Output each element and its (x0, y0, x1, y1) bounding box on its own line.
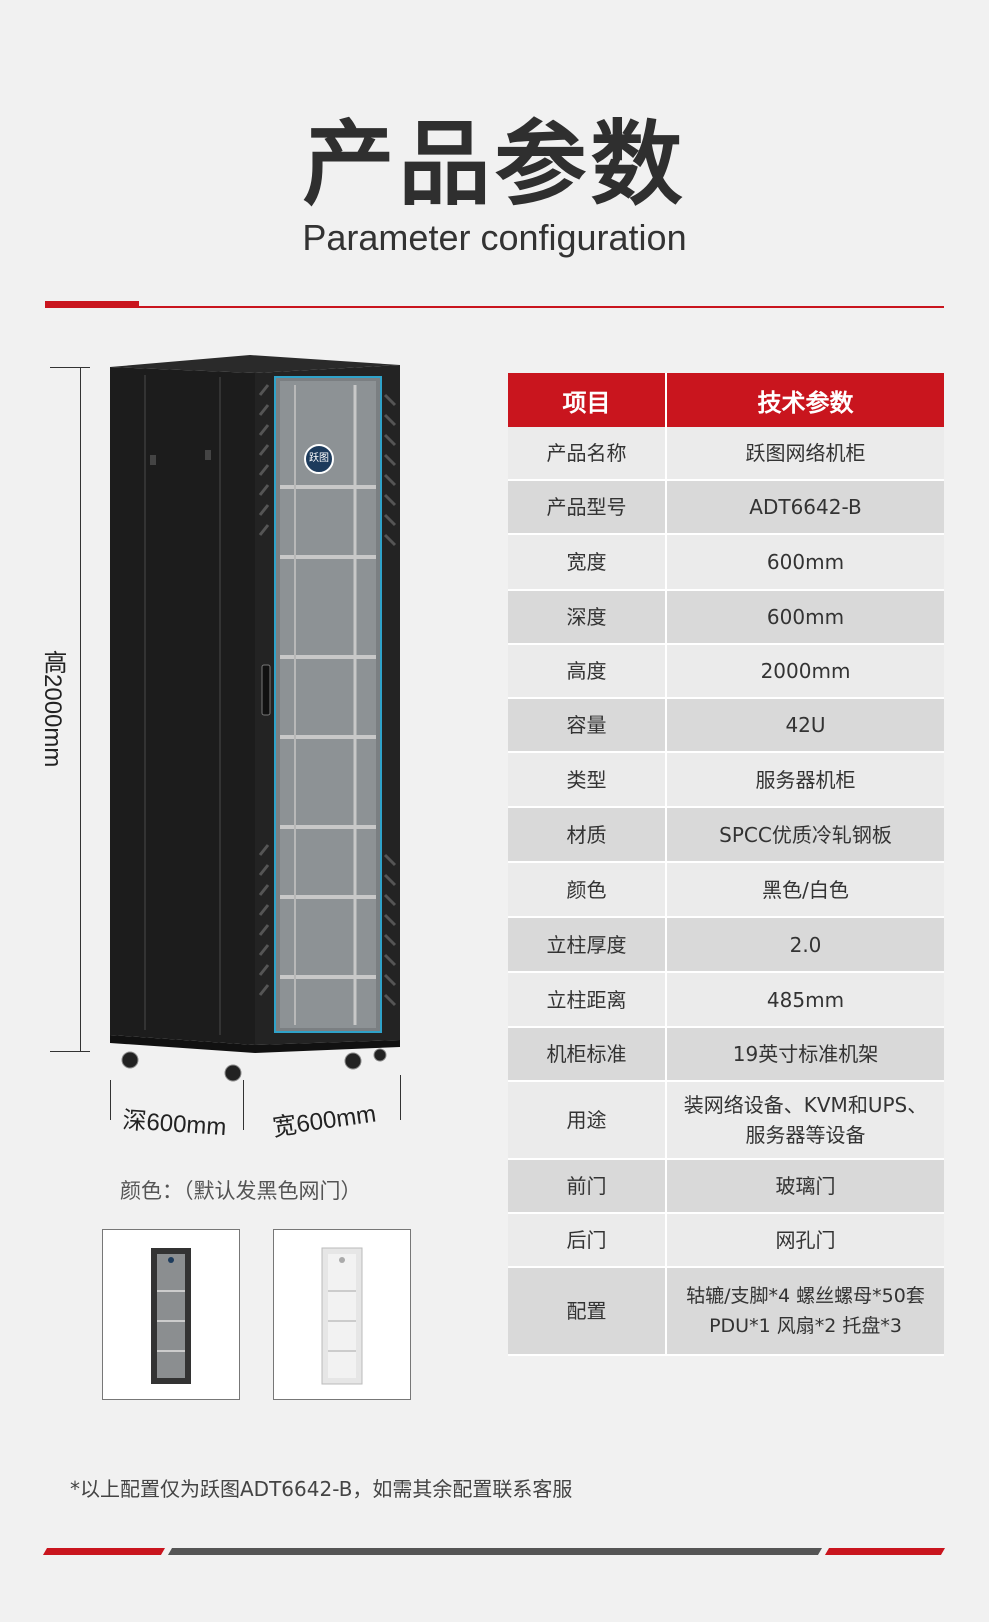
black-cabinet-thumbnail (151, 1248, 191, 1384)
row-item: 高度 (508, 645, 667, 699)
row-item: 颜色 (508, 863, 667, 918)
table-row: 产品型号 ADT6642-B (508, 481, 944, 535)
header-divider (139, 306, 944, 308)
row-value-line-2: 服务器等设备 (745, 1123, 866, 1147)
row-value: ADT6642-B (667, 481, 944, 535)
footer-bar (167, 1548, 823, 1555)
row-value: 黑色/白色 (667, 863, 944, 918)
header-accent-bar (45, 301, 139, 308)
row-item: 产品名称 (508, 427, 667, 481)
row-value: 600mm (667, 535, 944, 591)
row-item: 产品型号 (508, 481, 667, 535)
height-dimension-line (80, 367, 81, 1052)
table-row: 产品名称 跃图网络机柜 (508, 427, 944, 481)
cabinet-product-image (110, 355, 400, 1082)
row-item: 后门 (508, 1214, 667, 1268)
height-dimension-label: 高2000mm (39, 650, 66, 768)
header-value: 技术参数 (667, 373, 944, 427)
row-value: 19英寸标准机架 (667, 1028, 944, 1082)
table-row: 机柜标准 19英寸标准机架 (508, 1028, 944, 1082)
table-row: 高度 2000mm (508, 645, 944, 699)
row-value: 42U (667, 699, 944, 753)
table-row: 立柱距离 485mm (508, 973, 944, 1028)
table-row: 颜色 黑色/白色 (508, 863, 944, 918)
table-row: 用途 装网络设备、KVM和UPS、 服务器等设备 (508, 1082, 944, 1160)
table-row: 类型 服务器机柜 (508, 753, 944, 808)
width-dimension-right-tick (400, 1075, 401, 1120)
page-subtitle: Parameter configuration (302, 217, 687, 258)
row-value-line-1: 轱辘/支脚*4 螺丝螺母*50套 (686, 1285, 925, 1307)
footer-accent-right (824, 1548, 946, 1555)
height-dimension-bottom-tick (50, 1051, 90, 1052)
page-title: 产品参数 (302, 111, 687, 218)
footnote: *以上配置仅为跃图ADT6642-B，如需其余配置联系客服 (70, 1477, 573, 1501)
height-dimension-top-tick (50, 367, 90, 368)
table-row: 立柱厚度 2.0 (508, 918, 944, 973)
color-section-label: 颜色：（默认发黑色网门） (120, 1179, 362, 1203)
row-value-line-2: PDU*1 风扇*2 托盘*3 (709, 1315, 902, 1337)
depth-dimension-left-tick (110, 1080, 111, 1120)
row-value: 485mm (667, 973, 944, 1028)
row-value: 2.0 (667, 918, 944, 973)
spec-table: 项目 技术参数 产品名称 跃图网络机柜 产品型号 ADT6642-B 宽度 60… (508, 373, 944, 1356)
row-value: 网孔门 (667, 1214, 944, 1268)
table-row: 容量 42U (508, 699, 944, 753)
row-item: 材质 (508, 808, 667, 863)
table-row: 材质 SPCC优质冷轧钢板 (508, 808, 944, 863)
row-item: 机柜标准 (508, 1028, 667, 1082)
row-item: 容量 (508, 699, 667, 753)
row-item: 配置 (508, 1268, 667, 1356)
row-item: 深度 (508, 591, 667, 645)
row-value: 玻璃门 (667, 1160, 944, 1214)
row-item: 宽度 (508, 535, 667, 591)
row-value: 跃图网络机柜 (667, 427, 944, 481)
row-value: 600mm (667, 591, 944, 645)
row-item: 类型 (508, 753, 667, 808)
footer-accent-left (42, 1548, 166, 1555)
row-value: 轱辘/支脚*4 螺丝螺母*50套 PDU*1 风扇*2 托盘*3 (667, 1268, 944, 1356)
table-row: 配置 轱辘/支脚*4 螺丝螺母*50套 PDU*1 风扇*2 托盘*3 (508, 1268, 944, 1356)
row-item: 前门 (508, 1160, 667, 1214)
table-row: 宽度 600mm (508, 535, 944, 591)
row-value-line-1: 装网络设备、KVM和UPS、 (683, 1093, 928, 1117)
color-option-white[interactable] (273, 1229, 411, 1400)
row-item: 立柱厚度 (508, 918, 667, 973)
width-dimension-label: 宽600mm (270, 1100, 378, 1142)
row-value: 2000mm (667, 645, 944, 699)
row-value: SPCC优质冷轧钢板 (667, 808, 944, 863)
row-item: 立柱距离 (508, 973, 667, 1028)
row-value: 装网络设备、KVM和UPS、 服务器等设备 (667, 1082, 944, 1160)
table-row: 前门 玻璃门 (508, 1160, 944, 1214)
spec-table-header: 项目 技术参数 (508, 373, 944, 427)
table-row: 后门 网孔门 (508, 1214, 944, 1268)
row-value: 服务器机柜 (667, 753, 944, 808)
white-cabinet-thumbnail (321, 1247, 363, 1385)
header-item: 项目 (508, 373, 667, 427)
depth-dimension-label: 深600mm (121, 1106, 228, 1142)
color-option-black[interactable] (102, 1229, 240, 1400)
row-item: 用途 (508, 1082, 667, 1160)
brand-logo-text: 跃图 (309, 453, 329, 464)
depth-dimension-right-tick (243, 1080, 244, 1130)
table-row: 深度 600mm (508, 591, 944, 645)
